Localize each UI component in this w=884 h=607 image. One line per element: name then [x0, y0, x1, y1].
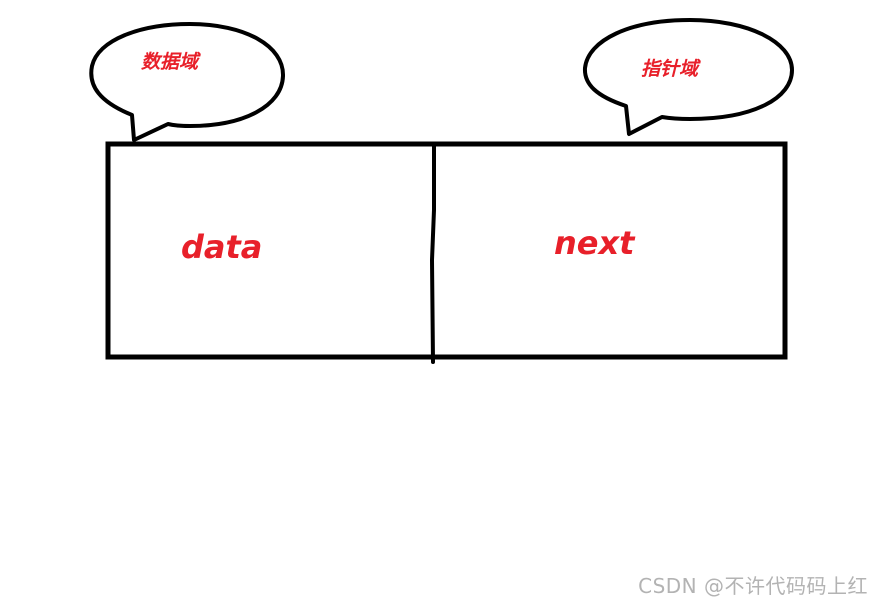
data-domain-bubble	[89, 22, 286, 142]
pointer-domain-label: 指针域	[641, 58, 701, 80]
csdn-watermark: CSDN @不许代码码上红	[638, 574, 868, 598]
node-box	[105, 141, 788, 360]
data-field-label: data	[181, 228, 262, 266]
data-domain-label: 数据域	[141, 51, 201, 73]
node-divider	[429, 142, 436, 364]
data-domain-callout: 数据域	[89, 22, 286, 142]
list-node: data next	[105, 141, 788, 364]
next-field-label: next	[554, 224, 636, 262]
pointer-domain-callout: 指针域	[582, 18, 794, 136]
pointer-domain-bubble	[582, 18, 794, 136]
